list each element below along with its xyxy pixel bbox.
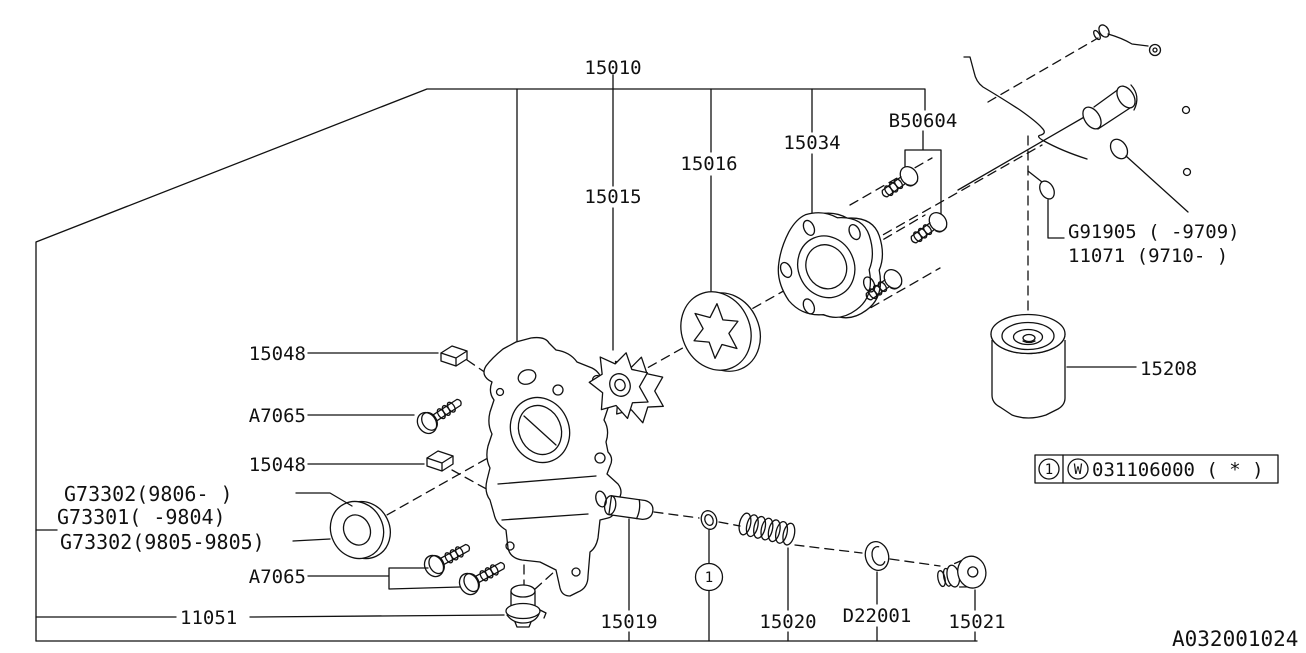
legend-marker-w: W [1074,462,1083,478]
frame [36,89,977,641]
engine-block-outline [964,57,1087,159]
label-15020: 15020 [759,611,816,633]
label-a7065-lower: A7065 [249,566,306,588]
oil-pipe-cluster [958,23,1191,238]
label-g73302b: G73302(9805-9805) [60,530,265,554]
label-d22001: D22001 [843,605,912,627]
label-a7065-upper: A7065 [249,405,306,427]
label-15015: 15015 [584,186,641,208]
leader-lines-top [517,75,941,350]
label-11071: 11071 (9710- ) [1068,245,1228,267]
part-outer-rotor-15016 [669,277,773,386]
label-15016: 15016 [680,153,737,175]
label-b50604: B50604 [889,110,958,132]
legend-item-number: 1 [1045,462,1053,478]
label-15208: 15208 [1140,358,1197,380]
part-pump-cover-15034 [759,191,906,339]
part-oil-filter-15208 [991,315,1065,419]
part-plug-11051 [506,585,546,627]
bolt-top [1092,23,1160,55]
legend-box: 1 W 031106000 ( * ) [1035,455,1278,483]
relief-spring-15020 [737,512,797,546]
label-11051: 11051 [180,607,237,629]
label-g73301: G73301( -9804) [57,505,226,529]
part-plugs-15048 [427,346,467,471]
relief-washer [699,509,720,532]
legend-part-number: 031106000 ( * ) [1092,459,1264,481]
connector-g91905 [1028,171,1064,238]
gasket-d22001 [862,539,892,573]
part-bolts-a7065 [413,392,509,598]
dowel-dot [1183,107,1190,114]
part-relief-valve-set [603,495,988,595]
dowel-dot [1184,169,1191,176]
part-screws-b50604 [861,163,950,306]
callout-1: 1 [696,564,723,591]
label-15010: 15010 [584,57,641,79]
label-g91905: G91905 ( -9709) [1068,221,1240,243]
part-oil-seal-g73302 [321,490,400,570]
labels: 15010 15015 15016 15034 B50604 G91905 ( … [57,57,1240,633]
label-15034: 15034 [783,132,840,154]
doc-number: A032001024 [1172,627,1298,651]
relief-plug-15021 [935,554,989,595]
relief-piston-15019 [603,495,654,521]
label-15019: 15019 [600,611,657,633]
leader-lines [36,353,1136,641]
label-15048-lower: 15048 [249,454,306,476]
label-15048-upper: 15048 [249,343,306,365]
label-g73302a: G73302(9806- ) [64,482,233,506]
callout-1-number: 1 [705,570,713,586]
union-screw [1079,83,1139,132]
part-inner-rotor-15015 [582,342,677,431]
label-15021: 15021 [948,611,1005,633]
oval-plug [1107,136,1188,212]
